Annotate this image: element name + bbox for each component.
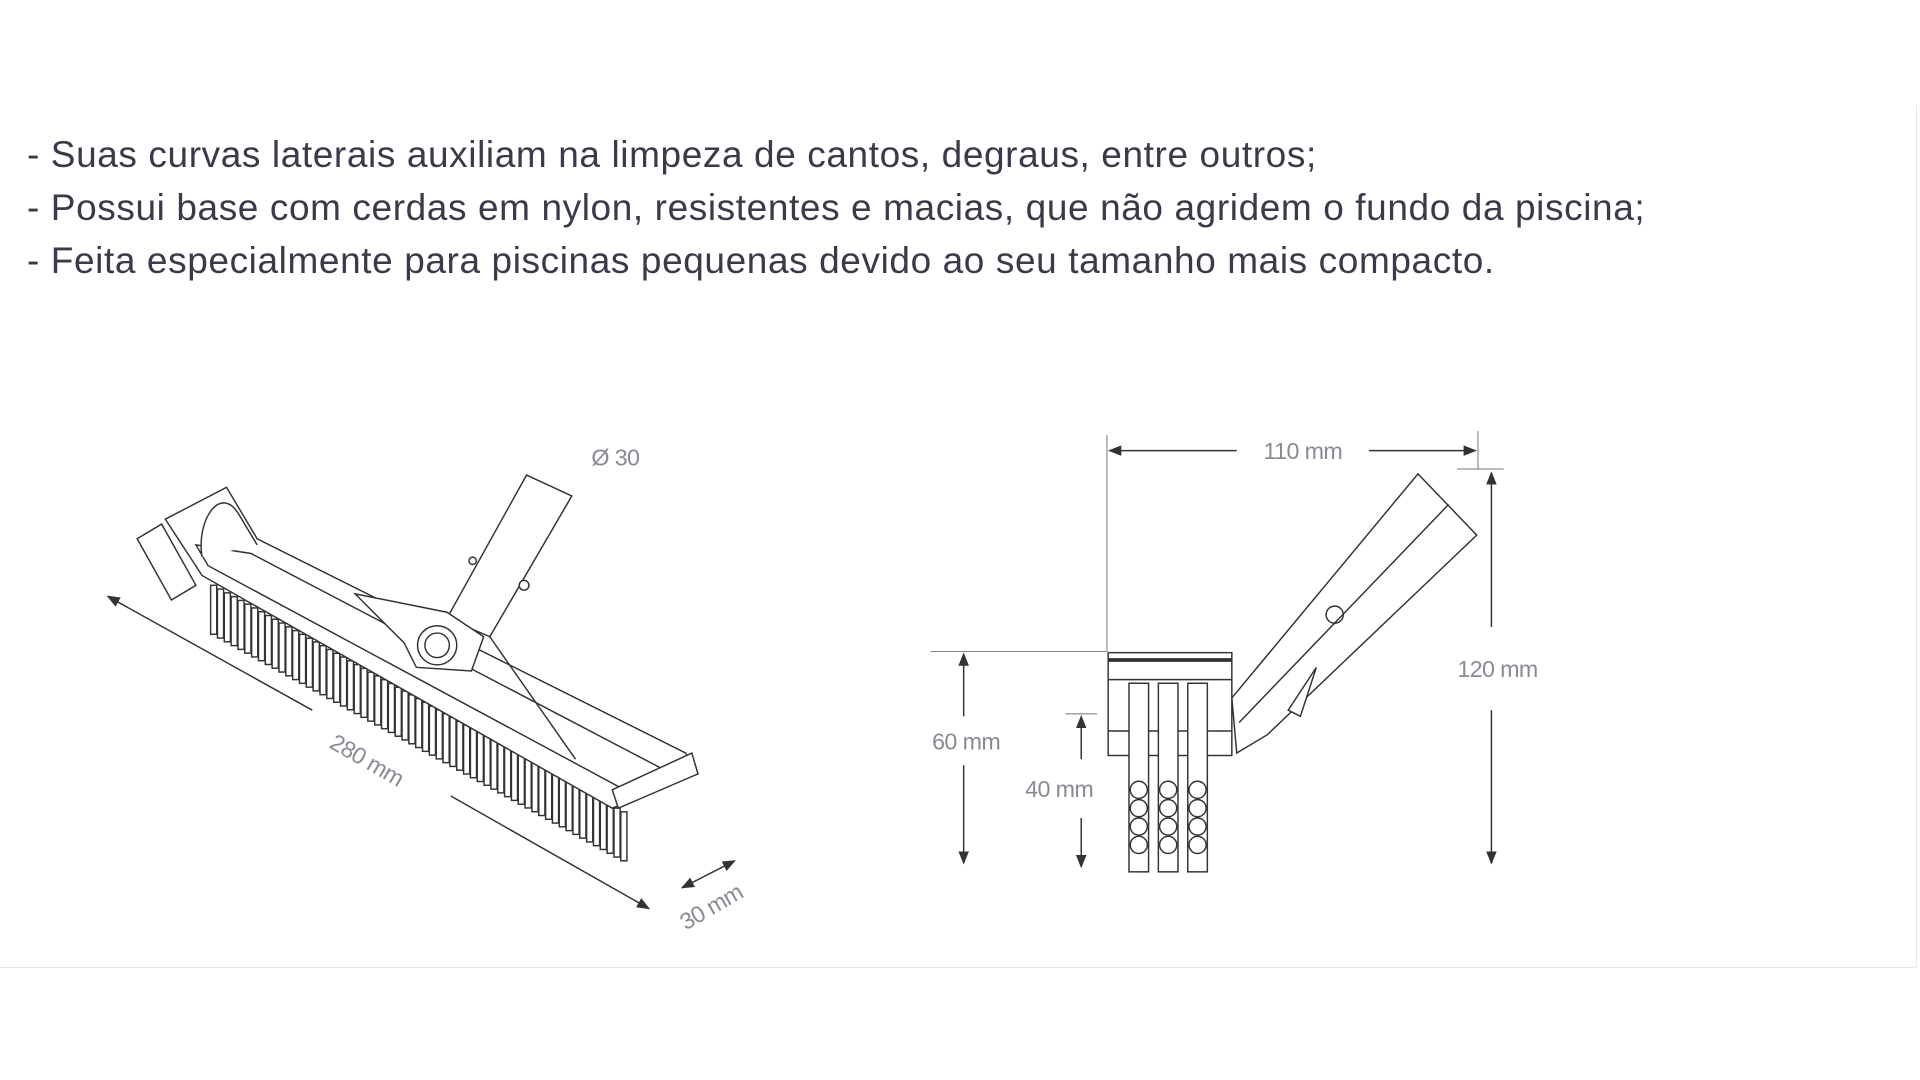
bristles (209, 584, 628, 862)
description-line: - Feita especialmente para piscinas pequ… (27, 240, 1495, 281)
height-label: 120 mm (1457, 656, 1537, 682)
bristle (360, 667, 368, 719)
length-label: 280 mm (326, 729, 409, 792)
bristle (401, 690, 409, 741)
bristle (305, 637, 314, 688)
bristle-length-label: 40 mm (1025, 776, 1093, 802)
bristle (476, 731, 485, 783)
bristle (285, 626, 293, 677)
bristle (428, 705, 437, 756)
diameter-label: Ø 30 (591, 444, 640, 470)
bristle-circle (1129, 835, 1149, 855)
bristle (544, 769, 553, 821)
bristle (332, 652, 341, 703)
bristle (497, 743, 505, 794)
bristle (264, 614, 273, 666)
bristle (483, 735, 491, 787)
bristle (449, 716, 457, 768)
length-dimension-arrow (450, 795, 651, 910)
bristle (257, 611, 266, 662)
bristle (538, 765, 546, 817)
handle-socket (1231, 472, 1478, 755)
bristle (442, 712, 450, 764)
bristle (517, 754, 526, 805)
bristle (462, 724, 471, 775)
depth-dimension-arrow (680, 860, 736, 889)
bristle-circle (1188, 817, 1207, 836)
bristle (250, 607, 259, 658)
bristle (394, 686, 403, 737)
bristle (319, 644, 327, 696)
bristle (223, 592, 232, 643)
bristle-circle (1158, 835, 1178, 855)
bristle (469, 728, 478, 779)
bristle (244, 603, 252, 654)
bristle (490, 739, 498, 790)
bristle (230, 595, 238, 647)
bristle (291, 629, 300, 681)
bristle-circle (1158, 817, 1178, 836)
bristle (435, 709, 444, 760)
bristle (346, 660, 355, 711)
bristle (585, 792, 594, 843)
bristle (599, 799, 608, 851)
bristle (298, 633, 307, 685)
depth-label: 30 mm (675, 878, 747, 935)
bristle (237, 599, 245, 651)
bristle (510, 750, 519, 802)
bristle (353, 663, 362, 715)
divider (0, 967, 1916, 968)
bristle (271, 618, 279, 669)
bristle-detail (1129, 780, 1207, 855)
bristle (326, 648, 334, 700)
bristle (503, 746, 512, 798)
bristle (408, 694, 416, 745)
head-height-label: 60 mm (932, 728, 1000, 754)
bristle (613, 807, 621, 858)
bristle (380, 678, 389, 730)
length-dimension-arrow (106, 595, 313, 711)
bristle-circle (1188, 780, 1207, 800)
bristle (606, 803, 615, 854)
bristle-circle (1188, 798, 1207, 818)
bristle (531, 762, 539, 813)
handle-socket (352, 474, 577, 760)
bristle (278, 622, 286, 673)
description-line: - Suas curvas laterais auxiliam na limpe… (27, 134, 1317, 175)
bristle (339, 656, 348, 707)
bristle (216, 588, 225, 639)
pivot-screw (1325, 605, 1344, 625)
bristle-circle (1129, 780, 1149, 800)
brush-front-view (106, 474, 736, 910)
description-line: - Possui base com cerdas em nylon, resis… (27, 187, 1646, 228)
bristle (456, 720, 464, 771)
bristle (373, 675, 382, 726)
brush-side-view (930, 431, 1504, 873)
bristle (572, 784, 580, 836)
bristle (558, 777, 567, 828)
bristle (524, 758, 532, 809)
bristle (592, 796, 601, 847)
bristle (312, 641, 321, 692)
bristle (579, 788, 587, 839)
bristle-circle (1158, 780, 1178, 800)
divider (1916, 105, 1917, 967)
width-label: 110 mm (1264, 438, 1343, 464)
bristle-circle (1158, 798, 1178, 818)
bristle (421, 701, 430, 753)
bristle (367, 671, 375, 722)
bristle-circle (1129, 798, 1149, 818)
bristle (551, 773, 560, 824)
bristle (209, 584, 218, 636)
bristle (565, 780, 573, 832)
bristle-tufts (1128, 682, 1209, 873)
bristle-circle (1188, 835, 1207, 855)
bristle (620, 811, 628, 862)
bristle-circle (1129, 817, 1149, 836)
bristle (387, 682, 396, 734)
product-description: - Suas curvas laterais auxiliam na limpe… (27, 128, 1645, 287)
bristle (414, 697, 423, 749)
